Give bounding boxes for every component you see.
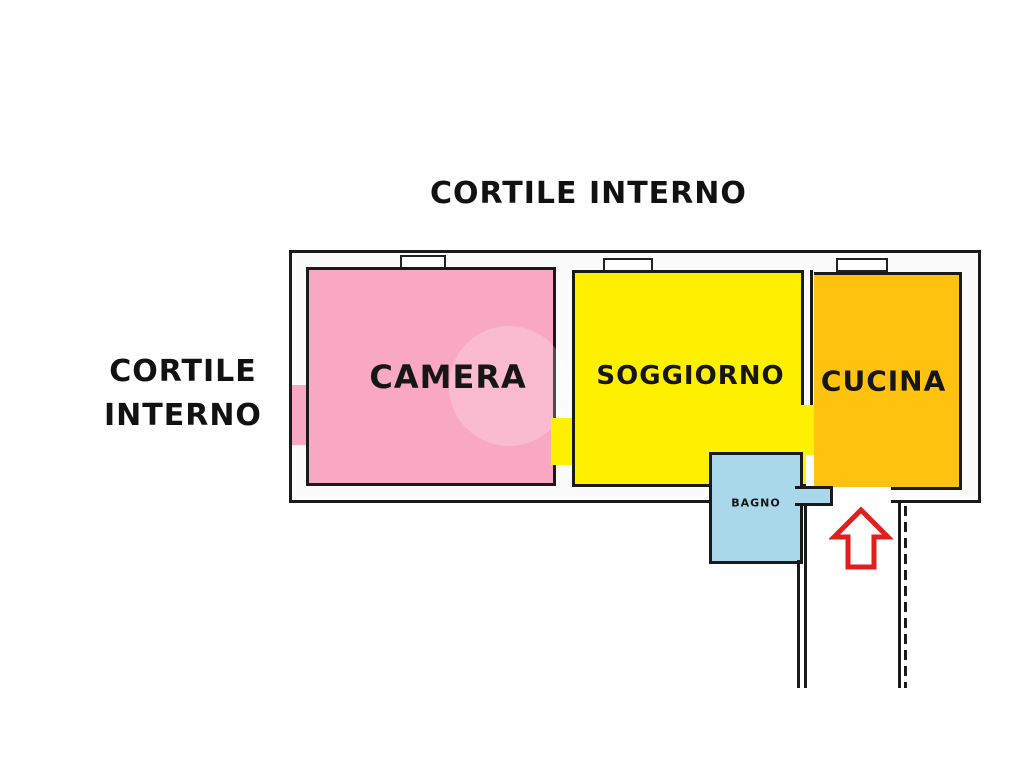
corridor-wall-left-a bbox=[797, 560, 800, 688]
corridor-wall-right-dashed bbox=[904, 506, 907, 688]
room-label-soggiorno: SOGGIORNO bbox=[596, 361, 785, 392]
label-left-line1: CORTILE bbox=[109, 354, 257, 389]
room-label-cucina: CUCINA bbox=[820, 364, 947, 398]
doorway-soggiorno-cucina bbox=[801, 405, 817, 455]
watermark-circle bbox=[449, 326, 569, 446]
room-bagno: BAGNO bbox=[709, 452, 803, 564]
room-camera: CAMERA bbox=[306, 267, 569, 486]
corridor-wall-right-a bbox=[898, 502, 901, 688]
partition-soggiorno-cucina bbox=[801, 270, 813, 405]
window-cucina bbox=[836, 258, 888, 272]
entrance-gap bbox=[833, 487, 891, 505]
label-cortile-interno-left: CORTILE INTERNO bbox=[104, 350, 262, 438]
label-left-line2: INTERNO bbox=[104, 398, 262, 433]
corridor-wall-left-b bbox=[804, 506, 807, 688]
room-label-camera: CAMERA bbox=[369, 357, 527, 396]
arrow-up-icon bbox=[827, 505, 895, 571]
bagno-extension bbox=[795, 486, 833, 506]
room-label-bagno: BAGNO bbox=[731, 496, 781, 510]
room-cucina: CUCINA bbox=[814, 272, 962, 490]
left-window-recess bbox=[289, 385, 307, 445]
label-cortile-interno-top: CORTILE INTERNO bbox=[430, 176, 747, 211]
room-soggiorno: SOGGIORNO bbox=[572, 270, 806, 487]
